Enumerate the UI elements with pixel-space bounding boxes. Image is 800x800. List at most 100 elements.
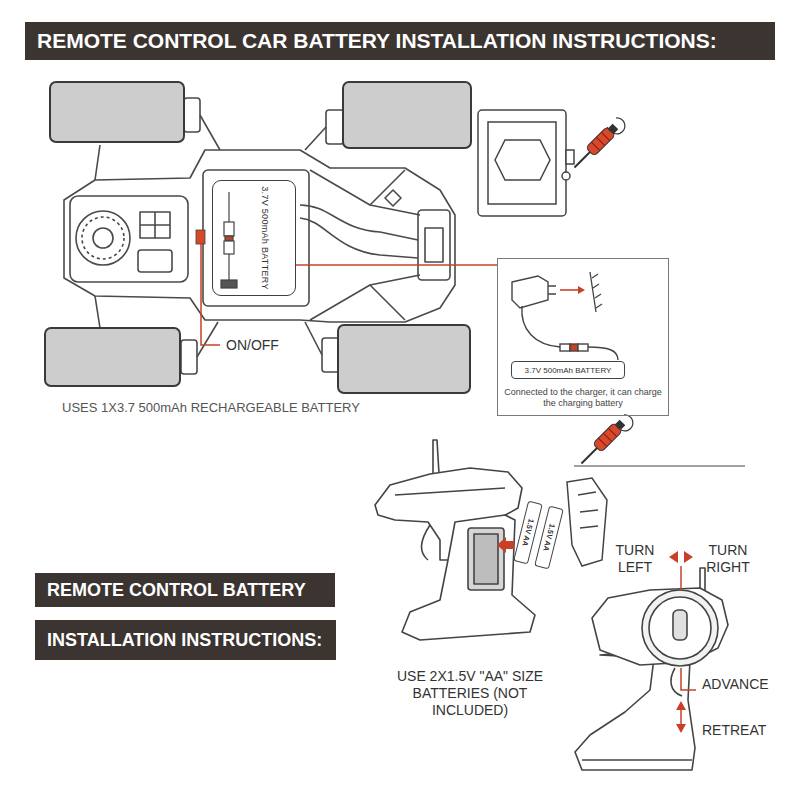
charger: [560, 344, 570, 351]
title-band: REMOTE CONTROL CAR BATTERY INSTALLATION …: [25, 22, 775, 60]
section-band: INSTALLATION INSTRUCTIONS:: [35, 620, 336, 660]
battery-connector: [221, 280, 237, 288]
guide-line: [574, 466, 745, 467]
car-chassis: [300, 218, 418, 258]
direction-arrow: [681, 668, 696, 690]
section-heading: REMOTE CONTROL BATTERY: [47, 580, 306, 601]
screwdriver: [577, 418, 626, 467]
battery-note: USES 1X3.7 500mAh RECHARGEABLE BATTERY: [62, 400, 360, 416]
car-chassis: [95, 145, 100, 328]
direction-label: TURN RIGHT: [698, 542, 758, 576]
direction-arrow: [684, 551, 693, 563]
battery-pack: 3.7V 500mAh BATTERY: [212, 180, 296, 296]
battery-cover: [495, 140, 550, 180]
turn-arrow: [607, 127, 614, 131]
car-chassis: [300, 205, 418, 240]
screwdriver: [615, 420, 625, 430]
remote-control: [649, 597, 711, 659]
wheel: [50, 82, 184, 142]
battery-cover: [478, 110, 574, 216]
direction-arrow: [680, 710, 682, 724]
charger: [512, 276, 618, 360]
remote-control: [433, 440, 439, 474]
car-chassis: [76, 211, 130, 265]
battery-note: USE 2X1.5V "AA" SIZE BATTERIES (NOT INCL…: [378, 668, 562, 718]
screwdriver: [593, 423, 623, 453]
remote-control: [642, 590, 718, 666]
charger: [548, 286, 556, 294]
remote-control: [468, 528, 504, 590]
turn-arrow: [615, 415, 633, 431]
insert-arrow: [497, 537, 514, 553]
battery-label: 1.5V AA: [541, 522, 557, 551]
remote-control: [402, 515, 535, 640]
car-chassis: [181, 340, 197, 374]
direction-arrow: [680, 566, 682, 590]
battery-connector: [224, 241, 234, 254]
leader-connector: [296, 264, 497, 266]
direction-arrow: [669, 551, 678, 563]
screwdriver: [581, 448, 597, 464]
battery-connector: [221, 192, 237, 288]
wheel: [45, 82, 471, 393]
turn-arrow: [610, 118, 625, 134]
wheel: [343, 82, 471, 148]
charger: [578, 344, 588, 351]
car-chassis: [418, 210, 450, 280]
battery-label: 3.7V 500mAh BATTERY: [525, 366, 612, 375]
switch-label: ON/OFF: [226, 337, 279, 354]
remote-control: [575, 650, 695, 770]
turn-arrow: [607, 118, 625, 134]
direction-arrow: [676, 724, 686, 733]
car-chassis: [93, 228, 113, 248]
car-chassis: [385, 190, 401, 206]
battery-cover: [578, 492, 598, 528]
remote-control: [673, 610, 687, 640]
direction-label: RETREAT: [702, 722, 766, 739]
battery-cover: [567, 478, 607, 566]
screwdriver: [586, 127, 616, 157]
plug-arrow: [560, 289, 578, 291]
title-text: REMOTE CONTROL CAR BATTERY INSTALLATION …: [37, 29, 717, 53]
battery-cover: [566, 150, 574, 164]
battery-body: [212, 180, 296, 296]
battery-cover: [478, 110, 566, 216]
car-chassis: [310, 170, 405, 320]
section-heading: INSTALLATION INSTRUCTIONS:: [47, 630, 322, 651]
battery-label: 3.7V 500mAh BATTERY: [260, 186, 270, 289]
charger: [512, 276, 548, 308]
battery-label: 1.5V AA: [520, 517, 536, 546]
remote-control: [395, 488, 505, 495]
charger: [588, 347, 618, 360]
leader-line: [201, 244, 220, 345]
car-chassis: [326, 110, 344, 144]
car-chassis: [203, 170, 309, 306]
direction-arrow: [676, 701, 686, 710]
battery-cover: [488, 122, 556, 204]
wheel: [338, 325, 470, 393]
direction-label: TURN LEFT: [610, 542, 660, 576]
wheel: [45, 328, 180, 386]
battery-cover: [567, 478, 607, 566]
insert-arrow: [497, 537, 514, 553]
note-text: Connected to the charger, it can charge …: [504, 387, 662, 409]
remote-control: [375, 440, 535, 640]
guide-line: [574, 466, 745, 467]
plug-arrow: [578, 286, 585, 294]
charger: [522, 306, 560, 347]
remote-control: [592, 588, 728, 665]
charging-inset: Connected to the charger, it can charge …: [497, 258, 669, 416]
wall-socket: [590, 272, 602, 312]
car-chassis: [197, 115, 326, 357]
battery-connector: [225, 236, 233, 241]
plug-arrow: [560, 286, 585, 294]
screwdriver: [574, 152, 590, 168]
screwdriver: [570, 122, 619, 171]
direction-label: ADVANCE: [702, 676, 769, 693]
direction-arrow: [669, 551, 696, 733]
wall-socket: [592, 274, 602, 308]
turn-arrow: [618, 415, 633, 431]
battery-cover: [562, 172, 570, 180]
section-band: REMOTE CONTROL BATTERY: [35, 573, 335, 607]
